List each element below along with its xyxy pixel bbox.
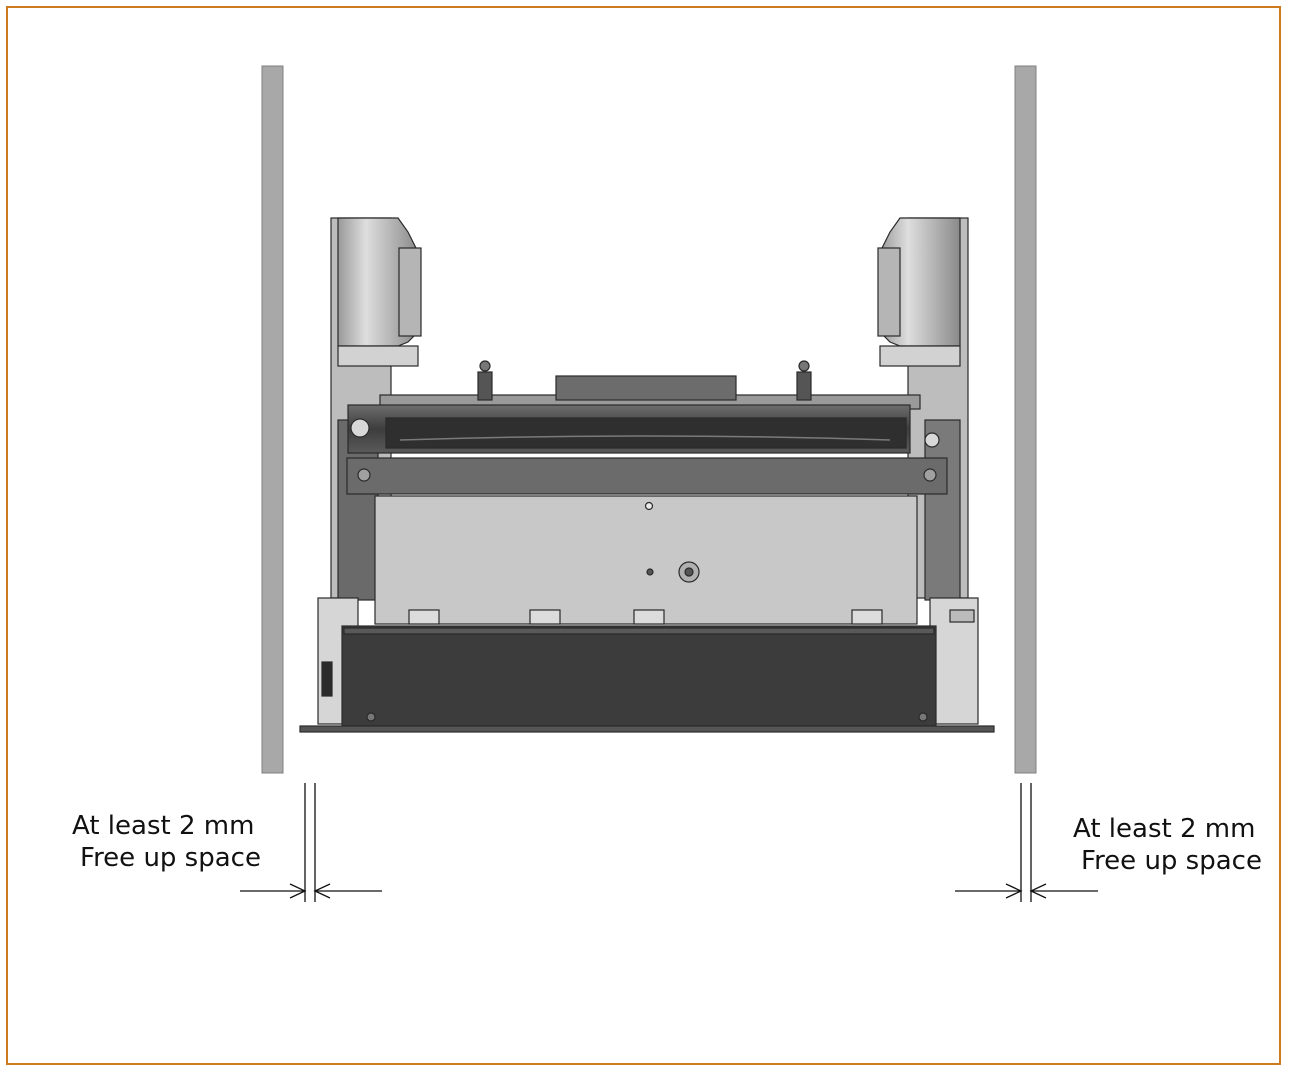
left-wall	[261, 65, 284, 774]
right-gap-label-line2: Free up space	[1081, 846, 1262, 876]
right-gap-label: At least 2 mm Free up space	[1073, 813, 1262, 877]
right-gap-label-line1: At least 2 mm	[1073, 814, 1256, 844]
right-gap-dimension	[955, 783, 1098, 902]
left-gap-label-line1: At least 2 mm	[72, 811, 255, 841]
left-gap-label-line2: Free up space	[80, 843, 261, 873]
printer-mechanism	[299, 217, 995, 733]
left-gap-label: At least 2 mm Free up space	[72, 810, 261, 874]
left-gap-dimension	[240, 783, 382, 902]
right-wall	[1014, 65, 1037, 774]
